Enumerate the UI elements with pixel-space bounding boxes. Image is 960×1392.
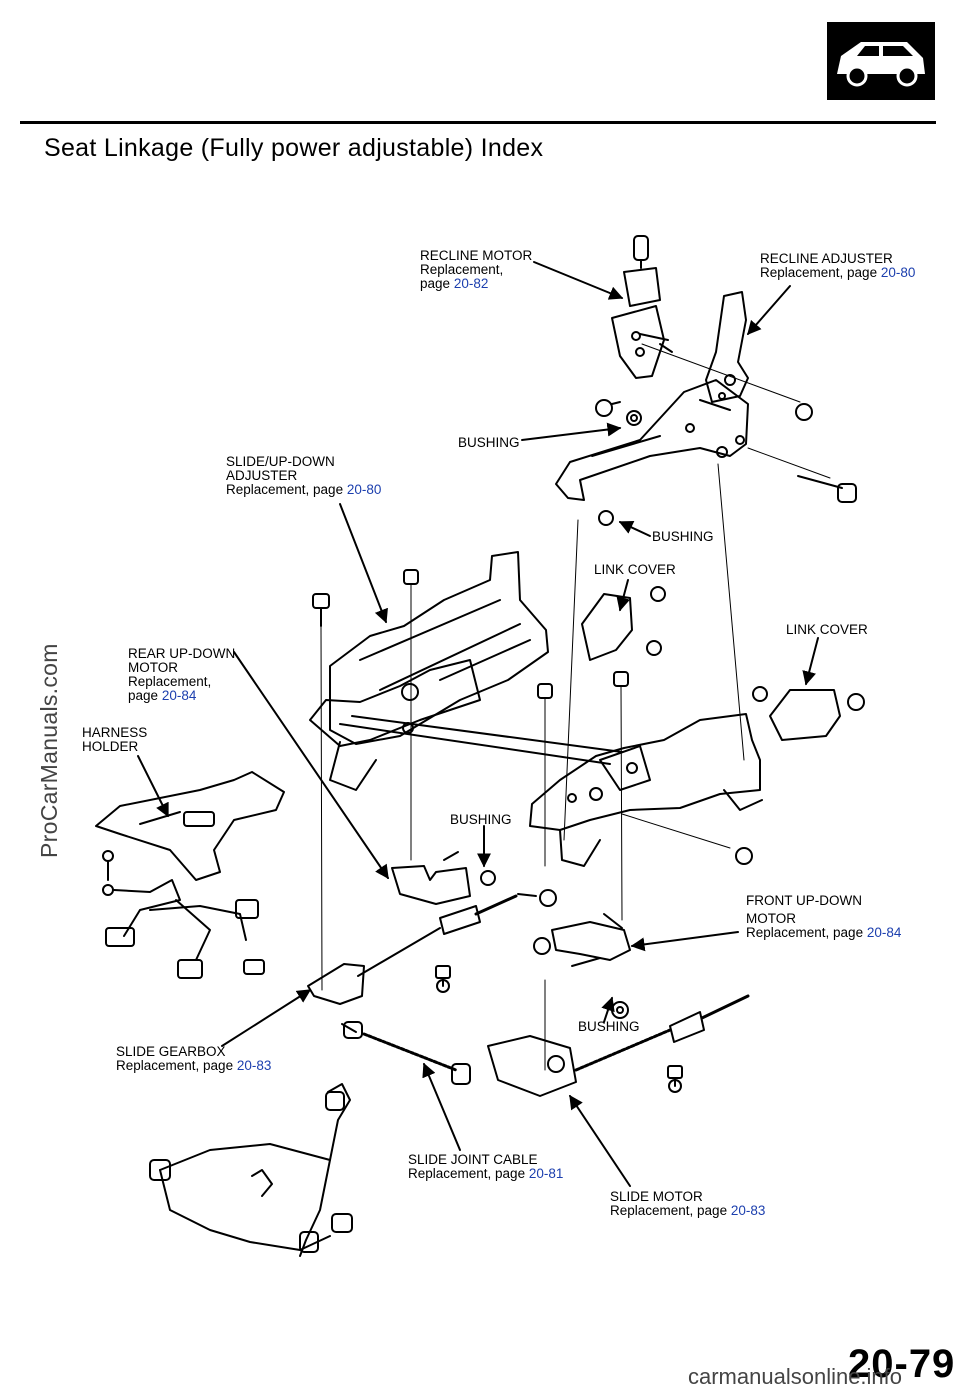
bushing-label-2: BUSHING [652,529,714,544]
front-updown-motor-page-link[interactable]: 20-84 [866,925,902,940]
watermark-left: ProCarManuals.com [36,643,62,858]
front-updown-motor-part [533,913,631,1019]
rear-updown-motor-part [391,851,496,905]
harness-holder-part [95,771,285,881]
car-side-icon [827,22,935,100]
bushing-label-1: BUSHING [458,435,520,450]
slide-joint-cable-page-link[interactable]: 20-81 [528,1166,564,1181]
slide-joint-cable-label: SLIDE JOINT CABLE Replacement, page 20-8… [408,1152,564,1181]
page-number: 20-79 [848,1342,956,1386]
recline-motor-label: RECLINE MOTOR Replacement, page 20-82 [420,248,533,291]
slide-updown-frame-part [309,551,763,867]
bottom-harness-part [149,1083,353,1257]
link-cover-label-1: LINK COVER [594,562,676,577]
slide-motor-part [487,994,750,1097]
link-cover-lower-part [752,686,865,741]
recline-bracket-arm [555,379,749,501]
wire-harness-part [102,850,265,979]
harness-holder-label: HARNESS HOLDER [82,725,148,754]
link-cover-label-2: LINK COVER [786,622,868,637]
link-cover-upper-part [581,586,666,661]
recline-adjuster-page-link[interactable]: 20-80 [880,265,916,280]
slide-motor-page-link[interactable]: 20-83 [730,1203,766,1218]
recline-motor-page-link[interactable]: 20-82 [453,276,489,291]
slide-gearbox-label: SLIDE GEARBOX Replacement, page 20-83 [116,1044,272,1073]
recline-adjuster-label: RECLINE ADJUSTER Replacement, page 20-80 [760,251,916,280]
header-rule [20,121,936,124]
slide-motor-label: SLIDE MOTOR Replacement, page 20-83 [610,1189,766,1218]
rear-updown-motor-label: REAR UP-DOWN MOTOR Replacement, page 20-… [128,646,236,703]
recline-adjuster-part [705,291,749,403]
watermark-bottom: carmanualsonline.info [688,1364,903,1389]
slide-updown-adjuster-page-link[interactable]: 20-80 [346,482,382,497]
rear-updown-motor-page-link[interactable]: 20-84 [161,688,197,703]
bushing-label-3: BUSHING [450,812,512,827]
slide-gearbox-part [307,889,557,1005]
front-updown-motor-label: FRONT UP-DOWN MOTOR Replacement, page 20… [746,893,902,940]
recline-motor-part [611,235,673,379]
page-title: Seat Linkage (Fully power adjustable) In… [44,134,544,162]
bushing-label-4: BUSHING [578,1019,640,1034]
slide-gearbox-page-link[interactable]: 20-83 [236,1058,272,1073]
slide-joint-cable-part [341,1021,471,1085]
slide-updown-adjuster-label: SLIDE/UP-DOWN ADJUSTER Replacement, page… [226,454,382,497]
